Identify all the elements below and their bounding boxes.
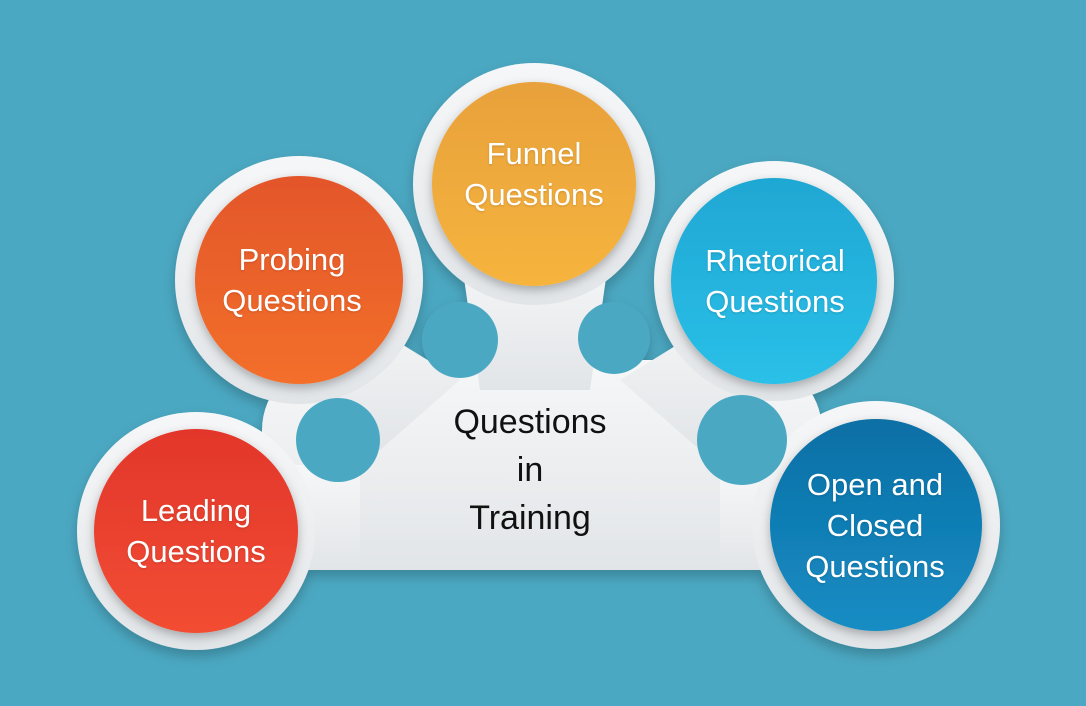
open-closed-questions-label: Open and Closed Questions bbox=[805, 466, 945, 584]
open-closed-questions-circle bbox=[770, 419, 982, 631]
center-title: Questions in Training bbox=[453, 403, 607, 537]
question-circles bbox=[94, 82, 982, 633]
leading-questions-circle bbox=[94, 429, 298, 633]
probing-questions-label: Probing Questions bbox=[222, 242, 362, 318]
funnel-questions-label: Funnel Questions bbox=[464, 136, 604, 212]
leading-questions-label: Leading Questions bbox=[126, 493, 266, 569]
notch-upper-left bbox=[422, 302, 498, 378]
notch-upper-right bbox=[578, 302, 650, 374]
notch-right bbox=[697, 395, 787, 485]
rhetorical-questions-circle bbox=[671, 178, 877, 384]
notch-left bbox=[296, 398, 380, 482]
rhetorical-questions-label: Rhetorical Questions bbox=[705, 243, 845, 319]
probing-questions-circle bbox=[195, 176, 403, 384]
funnel-questions-circle bbox=[432, 82, 636, 286]
